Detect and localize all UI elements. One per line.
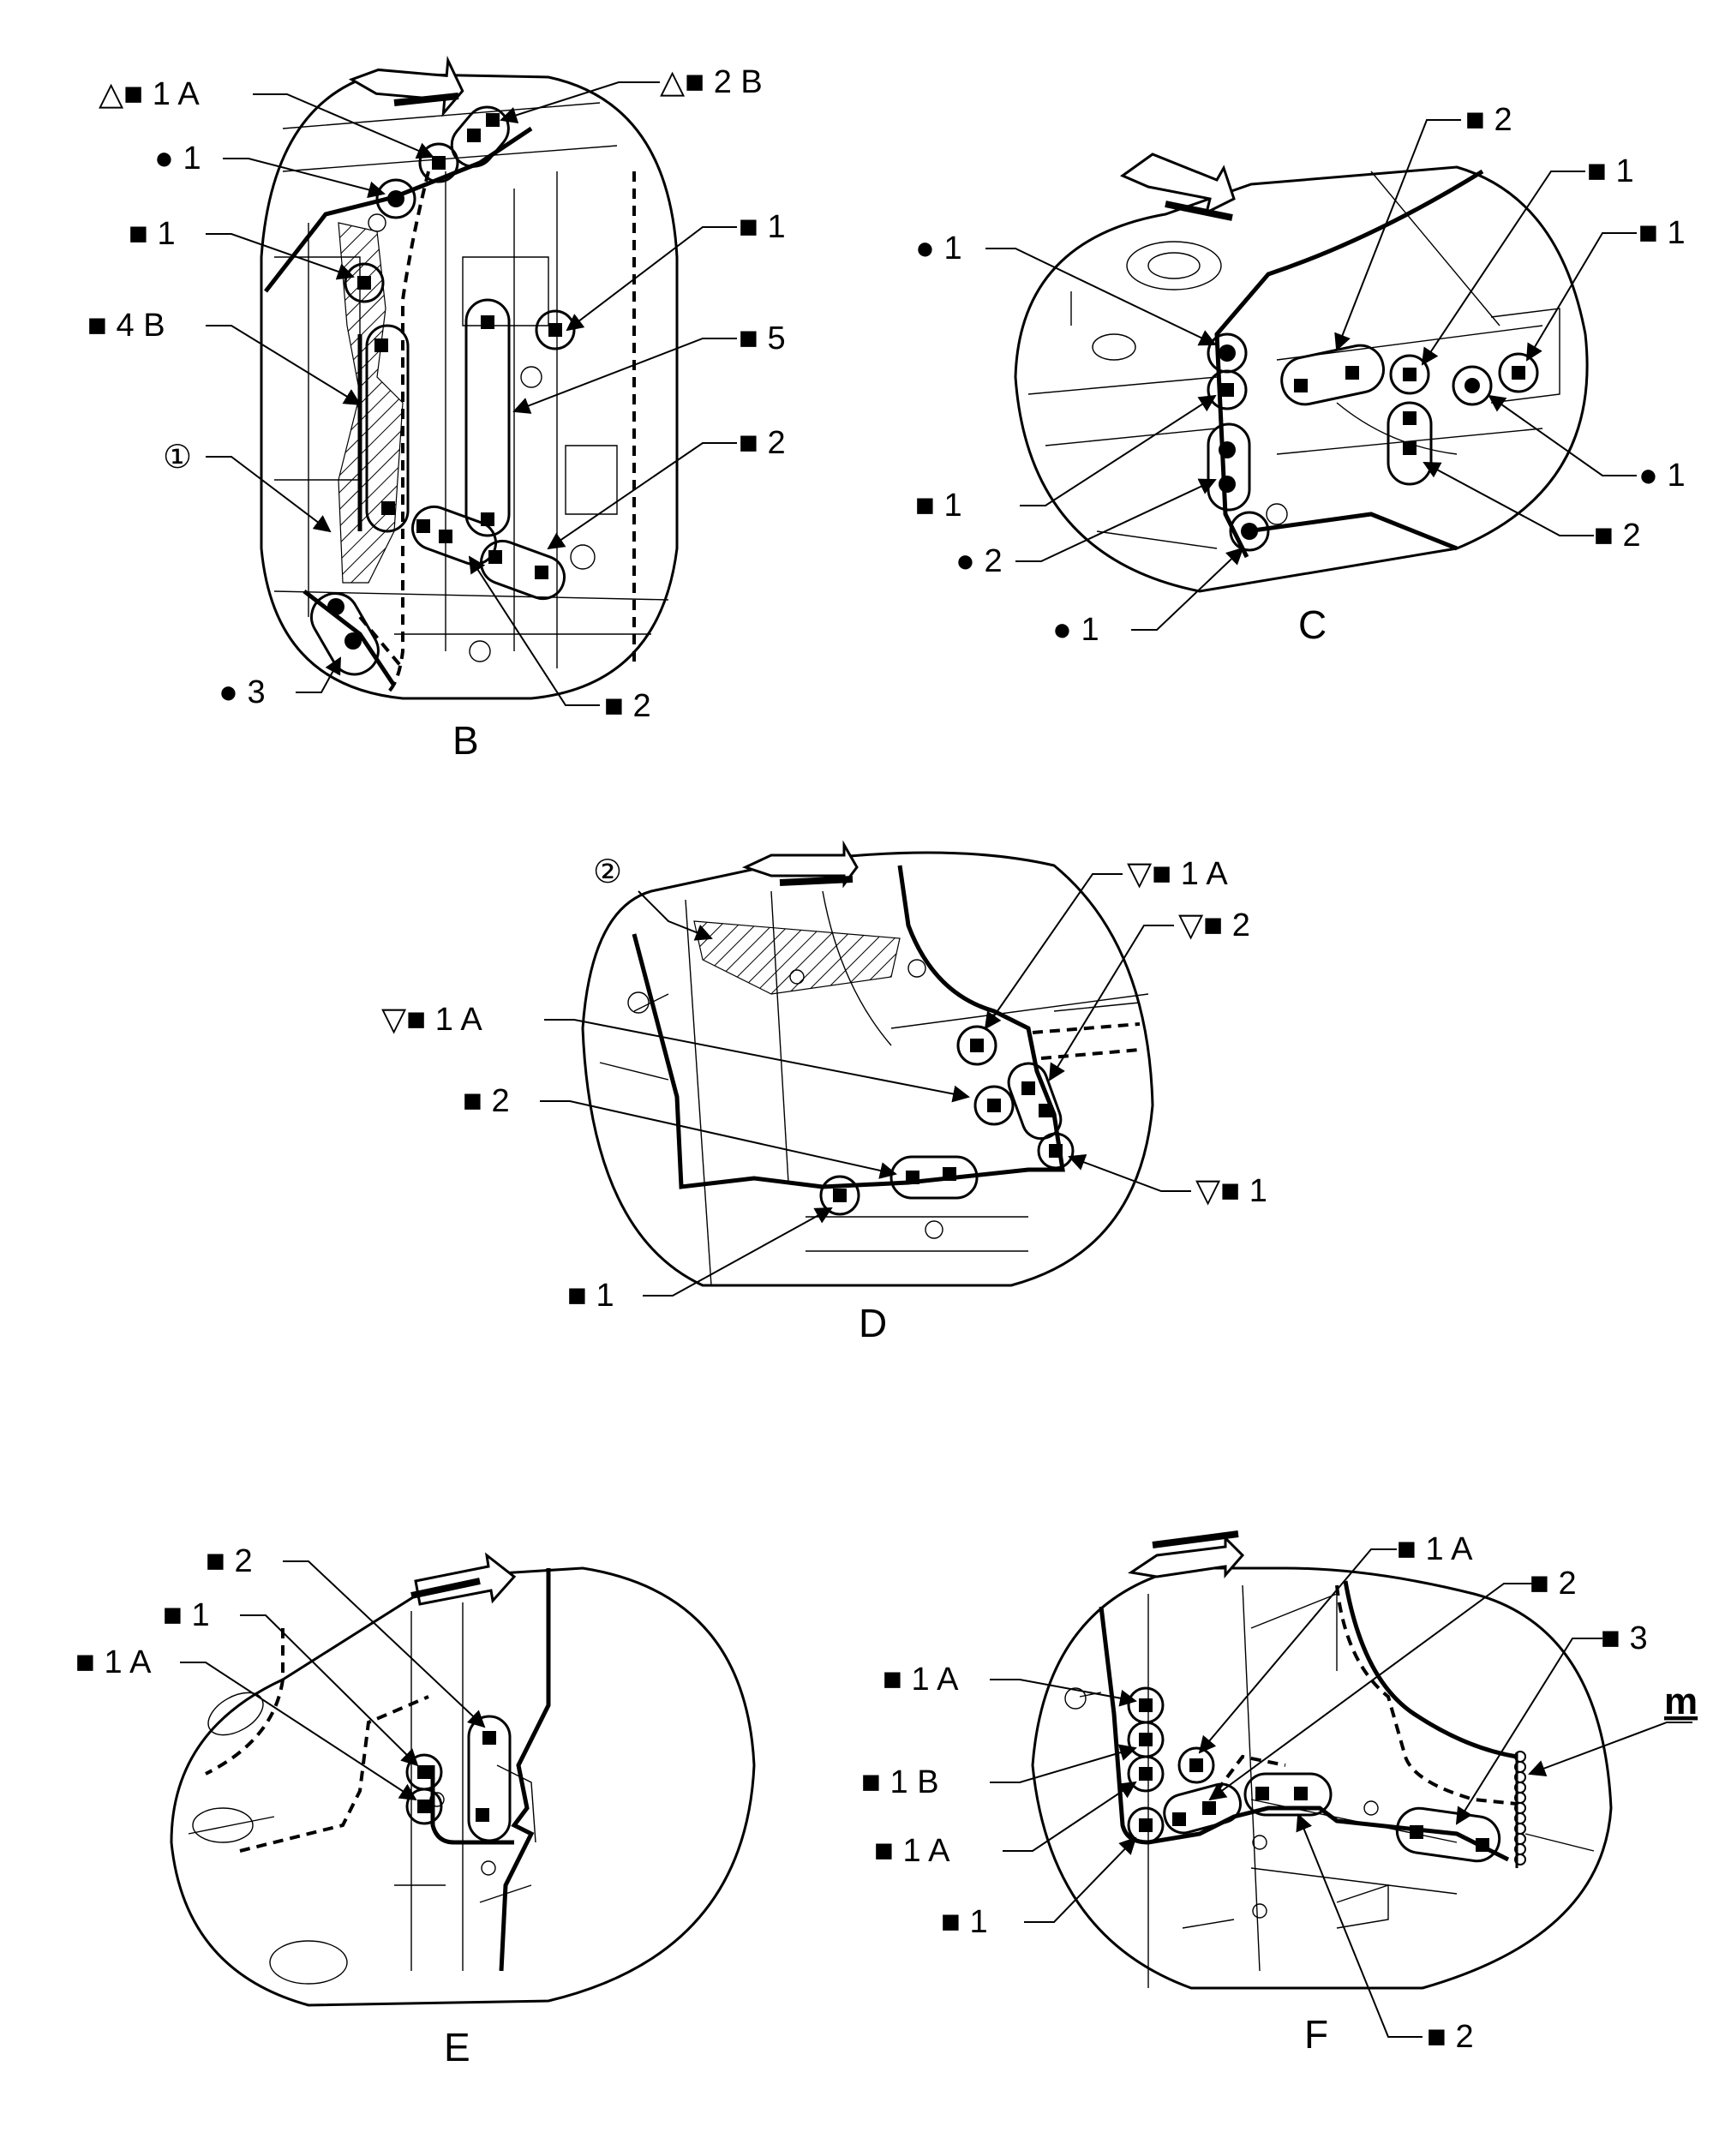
callout-f-5: ■ 1 B [861,1764,939,1800]
callout-b-10: ● 3 [219,674,266,710]
callout-c-7: ● 2 [955,543,1003,579]
callout-c-9: ● 1 [1052,612,1099,648]
view-e-title: E [444,2025,470,2069]
front-direction-arrow-icon [348,55,464,117]
callout-b-2: △■ 2 B [660,64,763,100]
front-direction-arrow-icon [1128,1530,1245,1579]
callout-e-2: ■ 1 [163,1597,210,1633]
callout-c-8: ■ 2 [1594,518,1641,554]
callout-b-9: ■ 2 [739,425,786,461]
view-d: ② ▽■ 1 A ▽■ 2 ▽■ 1 A ■ 2 ▽■ 1 ■ 1 D [381,840,1267,1345]
callout-c-2: ■ 1 [1587,153,1634,189]
callout-f-1: ■ 1 A [883,1662,959,1698]
callout-f-8: ■ 2 [1427,2019,1474,2055]
callout-f-3: ■ 1 A [1397,1531,1473,1567]
callout-d-5: ■ 2 [463,1083,510,1119]
callout-d-7: ■ 1 [567,1278,614,1314]
callout-b-6: ■ 4 B [87,308,165,344]
callout-b-7: ■ 5 [739,320,786,356]
callout-b-11: ■ 2 [604,688,651,724]
callout-d-1: ② [593,854,622,890]
view-d-title: D [859,1301,887,1345]
arc-weld-symbol-icon [1514,1751,1526,1868]
callout-c-3: ● 1 [915,231,962,267]
front-direction-arrow-icon [1119,153,1236,221]
callout-d-3: ▽■ 2 [1178,907,1250,943]
view-f-title: F [1304,2012,1328,2057]
callout-b-8: ① [163,440,192,476]
callout-f-4: ■ 3 [1601,1620,1648,1656]
callout-c-5: ■ 1 [915,488,962,524]
callout-d-4: ▽■ 1 A [381,1002,482,1038]
weld-symbol-label: m [1664,1680,1698,1722]
callout-b-5: ■ 1 [739,209,786,245]
view-c: ■ 2 ■ 1 ● 1 ■ 1 ■ 1 ● 1 ● 2 ■ 2 ● 1 C [915,102,1686,648]
callout-c-1: ■ 2 [1465,102,1512,138]
callout-d-6: ▽■ 1 [1195,1173,1267,1209]
view-f: ■ 1 A ■ 2 ■ 1 A ■ 3 ■ 1 B ■ 1 A ■ 1 ■ 2 … [861,1530,1698,2057]
callout-d-2: ▽■ 1 A [1127,856,1228,892]
callout-b-4: ■ 1 [129,216,176,252]
callout-b-3: ● 1 [154,141,201,177]
view-e: ■ 2 ■ 1 ■ 1 A E [75,1543,756,2069]
view-b-title: B [452,718,479,763]
view-b: △■ 1 A △■ 2 B ● 1 ■ 1 ■ 1 ■ 4 B ■ 5 ① ■ … [87,55,786,763]
front-direction-arrow-icon [741,840,859,889]
callout-c-6: ● 1 [1638,458,1686,494]
callout-f-7: ■ 1 [941,1904,988,1940]
callout-b-1: △■ 1 A [99,76,200,112]
callout-f-2: ■ 2 [1530,1566,1577,1602]
front-direction-arrow-icon [410,1552,517,1606]
callout-c-4: ■ 1 [1638,215,1686,251]
view-c-title: C [1298,602,1327,647]
callout-e-3: ■ 1 A [75,1644,152,1680]
callout-e-1: ■ 2 [206,1543,253,1579]
callout-f-6: ■ 1 A [874,1833,950,1869]
